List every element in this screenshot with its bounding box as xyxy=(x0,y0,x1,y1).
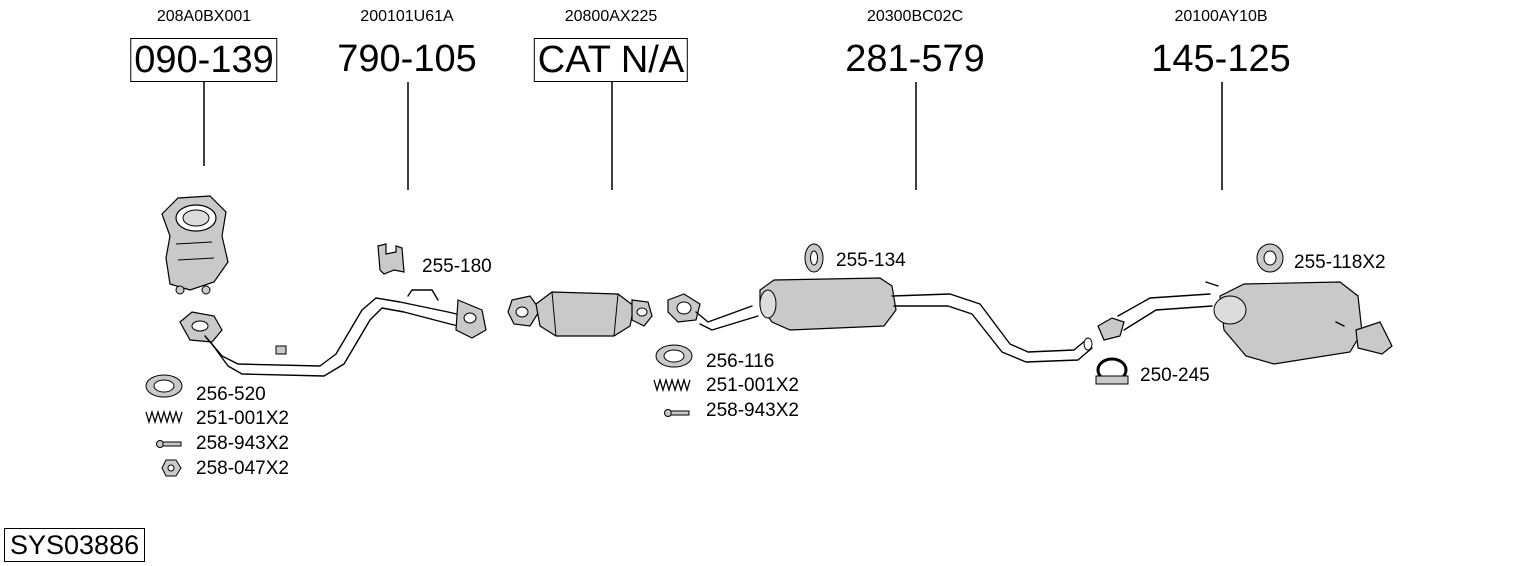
part-number-3[interactable]: CAT N/A xyxy=(533,38,689,82)
hanger-2-label[interactable]: 255-134 xyxy=(836,250,906,271)
front-pipe-drawing xyxy=(179,289,487,377)
group1-gasket-label[interactable]: 256-520 xyxy=(196,384,266,405)
clamp-drawing xyxy=(1095,357,1129,385)
gasket-icon-group1 xyxy=(145,374,183,398)
part-number-4[interactable]: 281-579 xyxy=(845,38,985,80)
system-id-label: SYS03886 xyxy=(4,528,146,562)
hanger-3-label[interactable]: 255-118X2 xyxy=(1294,252,1386,273)
middle-silencer-drawing xyxy=(667,277,1093,363)
group2-spring-label[interactable]: 251-001X2 xyxy=(706,375,799,396)
rubber-hanger-2-drawing xyxy=(1256,243,1284,273)
part-number-1[interactable]: 090-139 xyxy=(130,38,278,82)
gasket-icon-group2 xyxy=(655,344,693,368)
spring-icon-group1 xyxy=(145,409,183,425)
leader-lines xyxy=(203,82,1223,190)
oem-number-1: 208A0BX001 xyxy=(156,8,252,25)
rubber-hanger-1-drawing xyxy=(804,243,824,273)
catalytic-converter-drawing xyxy=(507,291,653,337)
part-number-5[interactable]: 145-125 xyxy=(1151,38,1291,80)
group1-nut-label[interactable]: 258-047X2 xyxy=(196,458,289,479)
oem-number-3: 20800AX225 xyxy=(564,8,658,25)
bolt-icon-group2 xyxy=(664,409,690,417)
clamp-label[interactable]: 250-245 xyxy=(1140,365,1210,386)
oem-number-5: 20100AY10B xyxy=(1174,8,1268,25)
hanger-1-label[interactable]: 255-180 xyxy=(422,256,492,277)
group2-bolt-label[interactable]: 258-943X2 xyxy=(706,400,799,421)
spring-icon-group2 xyxy=(653,377,691,393)
group1-bolt-label[interactable]: 258-943X2 xyxy=(196,433,289,454)
part-number-2[interactable]: 790-105 xyxy=(337,38,477,80)
nut-icon-group1 xyxy=(161,459,182,477)
catalytic-manifold-drawing xyxy=(161,195,229,295)
group2-gasket-label[interactable]: 256-116 xyxy=(706,351,775,372)
oem-number-4: 20300BC02C xyxy=(866,8,964,25)
hanger-bracket-drawing xyxy=(377,243,405,275)
group1-spring-label[interactable]: 251-001X2 xyxy=(196,408,289,429)
rear-silencer-drawing xyxy=(1097,281,1393,365)
bolt-icon-group1 xyxy=(156,440,182,448)
oem-number-2: 200101U61A xyxy=(360,8,454,25)
